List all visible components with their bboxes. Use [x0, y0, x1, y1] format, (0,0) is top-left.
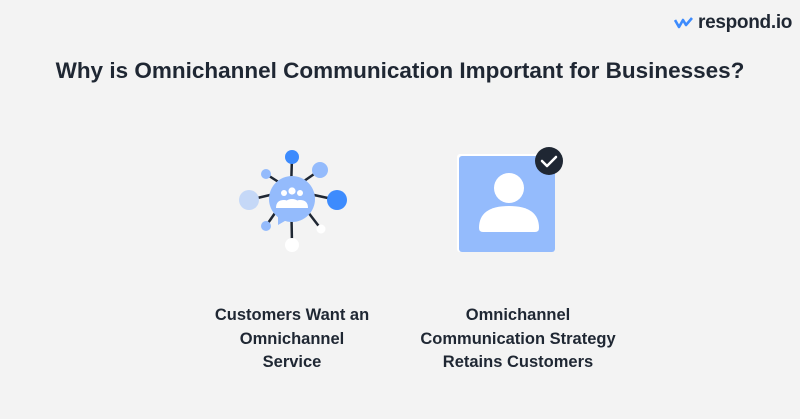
- brand-logo: respond.io: [674, 12, 792, 34]
- caption-line: Omnichannel: [465, 306, 571, 324]
- caption-line: Omnichannel: [239, 329, 345, 348]
- caption-line: Communication Strategy: [420, 329, 616, 348]
- caption-line: Customers Want an: [214, 306, 370, 324]
- brand-name: respond.io: [698, 12, 793, 33]
- verified-user-icon: [457, 147, 563, 252]
- caption-customers-want: Customers Want an Omnichannel Service: [182, 304, 402, 375]
- omnichannel-network-icon: [239, 150, 347, 252]
- caption-line: Service: [262, 353, 322, 371]
- check-badge-icon: [535, 147, 563, 175]
- page-title: Why is Omnichannel Communication Importa…: [55, 58, 745, 83]
- caption-retains-customers: Omnichannel Communication Strategy Retai…: [408, 304, 628, 375]
- logo-checkmark-icon: [674, 17, 693, 29]
- caption-line: Retains Customers: [442, 353, 594, 371]
